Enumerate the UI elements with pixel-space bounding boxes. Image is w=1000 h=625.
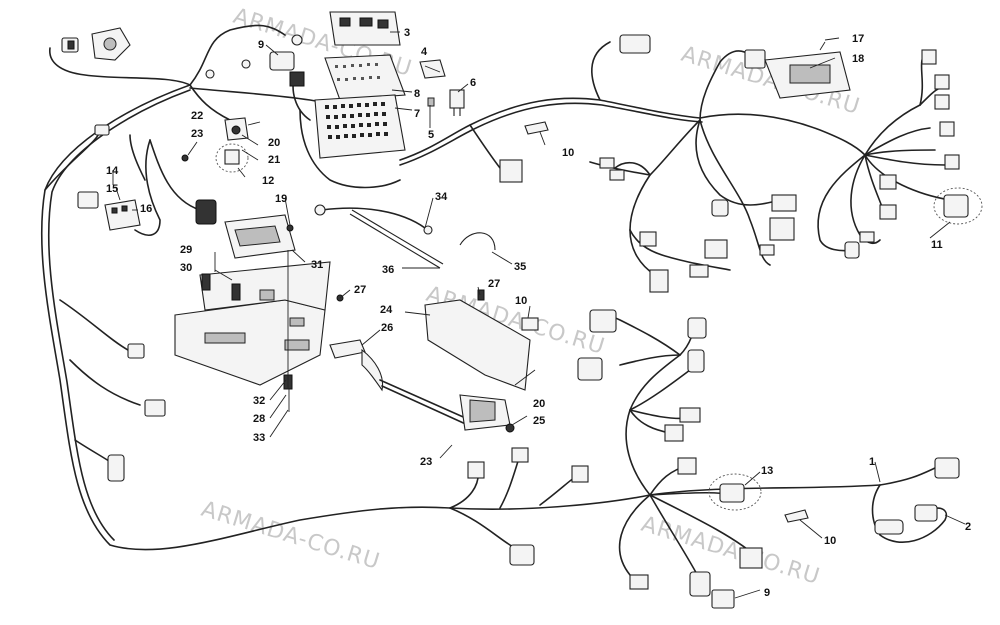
harness-wires bbox=[40, 24, 951, 581]
cables-center bbox=[314, 204, 496, 269]
callout-25: 25 bbox=[533, 415, 545, 427]
callout-35: 35 bbox=[514, 261, 526, 273]
callout-32: 32 bbox=[253, 395, 265, 407]
callout-2: 2 bbox=[965, 521, 971, 533]
callout-34: 34 bbox=[435, 191, 448, 203]
callout-24: 24 bbox=[380, 304, 393, 316]
callout-22: 22 bbox=[191, 110, 203, 122]
callout-11: 11 bbox=[931, 239, 943, 251]
callout-29: 29 bbox=[180, 244, 192, 256]
callout-31: 31 bbox=[311, 259, 323, 271]
callout-10c: 10 bbox=[824, 535, 836, 547]
leader-lines bbox=[112, 31, 966, 599]
shift-assembly bbox=[329, 289, 539, 433]
callout-30: 30 bbox=[180, 262, 192, 274]
relay-block-left bbox=[77, 191, 141, 231]
callout-16: 16 bbox=[140, 203, 152, 215]
callout-23: 23 bbox=[191, 128, 203, 140]
callout-15: 15 bbox=[106, 183, 118, 195]
callout-23b: 23 bbox=[420, 456, 432, 468]
callout-17: 17 bbox=[852, 33, 864, 45]
sensor-group-upper-left bbox=[181, 117, 261, 173]
harness-connectors bbox=[107, 34, 983, 609]
mounting-bracket-left bbox=[174, 250, 344, 412]
callout-18: 18 bbox=[852, 53, 864, 65]
callout-labels: 1 2 3 4 5 6 7 8 9 9 10 10 10 11 12 13 14… bbox=[106, 27, 971, 599]
callout-12: 12 bbox=[262, 175, 274, 187]
callout-19: 19 bbox=[275, 193, 287, 205]
callout-13: 13 bbox=[761, 465, 773, 477]
leader-lines-lower-left bbox=[269, 379, 289, 438]
connectors-top-left-group bbox=[94, 34, 305, 136]
watermark-bottom-left: ARMADA-CO.RU bbox=[198, 497, 383, 575]
callout-4: 4 bbox=[421, 46, 428, 58]
control-module bbox=[195, 199, 296, 259]
callout-28: 28 bbox=[253, 413, 265, 425]
callout-36: 36 bbox=[382, 264, 394, 276]
relays bbox=[419, 59, 465, 116]
callout-33: 33 bbox=[253, 432, 265, 444]
callout-10: 10 bbox=[562, 147, 574, 159]
callout-6: 6 bbox=[470, 77, 476, 89]
callout-20b: 20 bbox=[533, 398, 545, 410]
callout-8: 8 bbox=[414, 88, 420, 100]
callout-3: 3 bbox=[404, 27, 410, 39]
callout-7: 7 bbox=[414, 108, 420, 120]
fuse-box-assembly bbox=[314, 11, 406, 159]
callout-20: 20 bbox=[268, 137, 280, 149]
callout-10b: 10 bbox=[515, 295, 527, 307]
callout-9b: 9 bbox=[764, 587, 770, 599]
callout-26: 26 bbox=[381, 322, 393, 334]
callout-1: 1 bbox=[869, 456, 875, 468]
connector-top-left bbox=[61, 27, 131, 61]
callout-21: 21 bbox=[268, 154, 280, 166]
callout-14: 14 bbox=[106, 165, 119, 177]
callout-5: 5 bbox=[428, 129, 434, 141]
callout-9: 9 bbox=[258, 39, 264, 51]
callout-27: 27 bbox=[354, 284, 366, 296]
callout-27b: 27 bbox=[488, 278, 500, 290]
